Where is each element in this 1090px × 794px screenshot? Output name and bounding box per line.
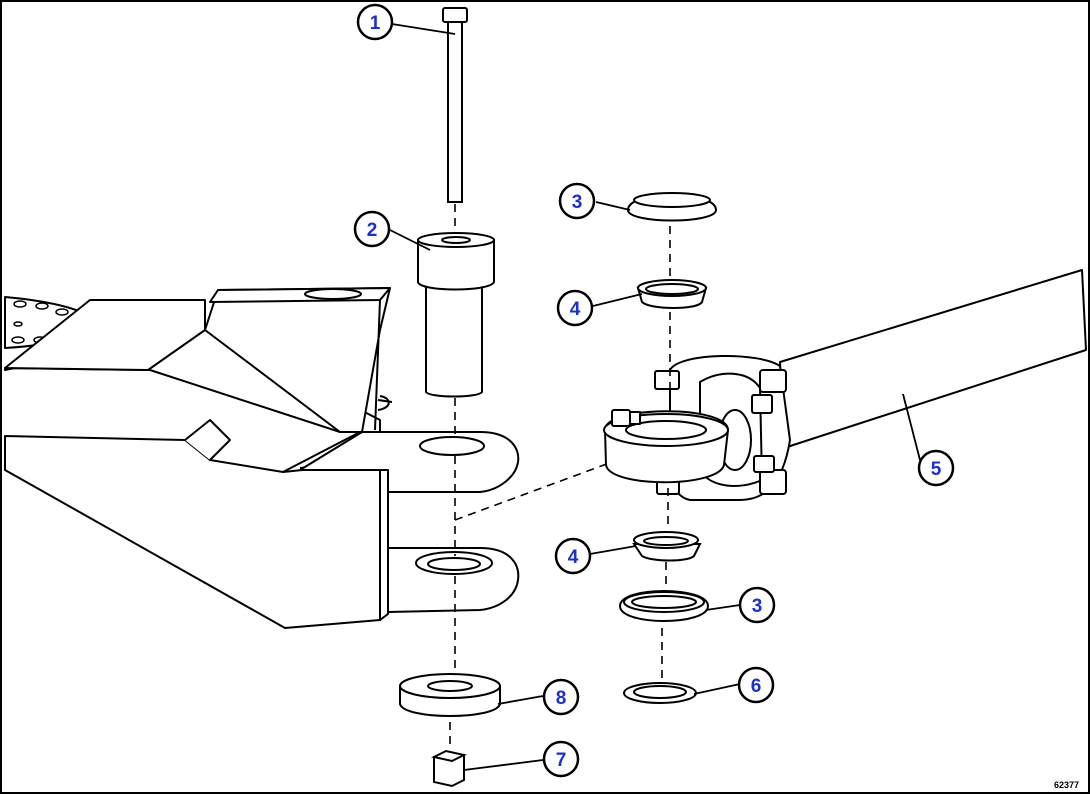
steering-link-part-5 <box>603 269 1087 501</box>
shim-part-6 <box>623 682 697 704</box>
callout-label: 7 <box>556 750 567 771</box>
callout-circle <box>554 537 592 575</box>
callout-circle <box>738 586 776 624</box>
callout-steering-link: 5 <box>917 449 955 487</box>
callout-nut: 7 <box>542 740 580 778</box>
callout-lower-bearing-cup: 4 <box>554 537 592 575</box>
callout-circle <box>917 449 955 487</box>
bushing-part-2 <box>417 232 495 398</box>
pin-part-1 <box>442 7 468 203</box>
callout-bubbles: 1 2 3 4 5 4 3 6 8 7 <box>353 3 955 778</box>
assembly-centerlines <box>449 204 671 750</box>
figure-id: 62377 <box>1054 780 1079 790</box>
callout-label: 8 <box>556 688 567 709</box>
callout-circle <box>356 3 394 41</box>
callout-circle <box>542 740 580 778</box>
callout-label: 1 <box>370 13 381 34</box>
callout-upper-bearing-cup: 4 <box>556 289 594 327</box>
leader-lines <box>389 23 921 771</box>
callout-circle <box>737 666 775 704</box>
upper-cone-part-3 <box>626 192 718 222</box>
upper-yoke <box>299 431 520 493</box>
axle-housing <box>4 287 393 629</box>
callout-bushing: 2 <box>353 210 391 248</box>
callout-label: 3 <box>572 192 583 213</box>
callout-circle <box>353 210 391 248</box>
upper-cup-part-4 <box>636 279 708 309</box>
callout-label: 5 <box>931 459 942 480</box>
nut-part-7 <box>431 749 467 788</box>
callout-label: 4 <box>570 299 581 320</box>
lower-cup-part-4 <box>632 531 702 562</box>
callout-shim: 6 <box>737 666 775 704</box>
callout-circle <box>558 182 596 220</box>
callout-label: 2 <box>367 220 378 241</box>
callout-label: 3 <box>752 596 763 617</box>
callout-circle <box>542 678 580 716</box>
lower-cone-part-3 <box>618 590 710 622</box>
callout-washer: 8 <box>542 678 580 716</box>
washer-part-8 <box>399 673 501 717</box>
callout-upper-bearing-cone: 3 <box>558 182 596 220</box>
callout-circle <box>556 289 594 327</box>
callout-label: 6 <box>751 676 762 697</box>
callout-lower-bearing-cone: 3 <box>738 586 776 624</box>
callout-pin: 1 <box>356 3 394 41</box>
lower-yoke <box>387 547 520 613</box>
callout-label: 4 <box>568 547 579 568</box>
